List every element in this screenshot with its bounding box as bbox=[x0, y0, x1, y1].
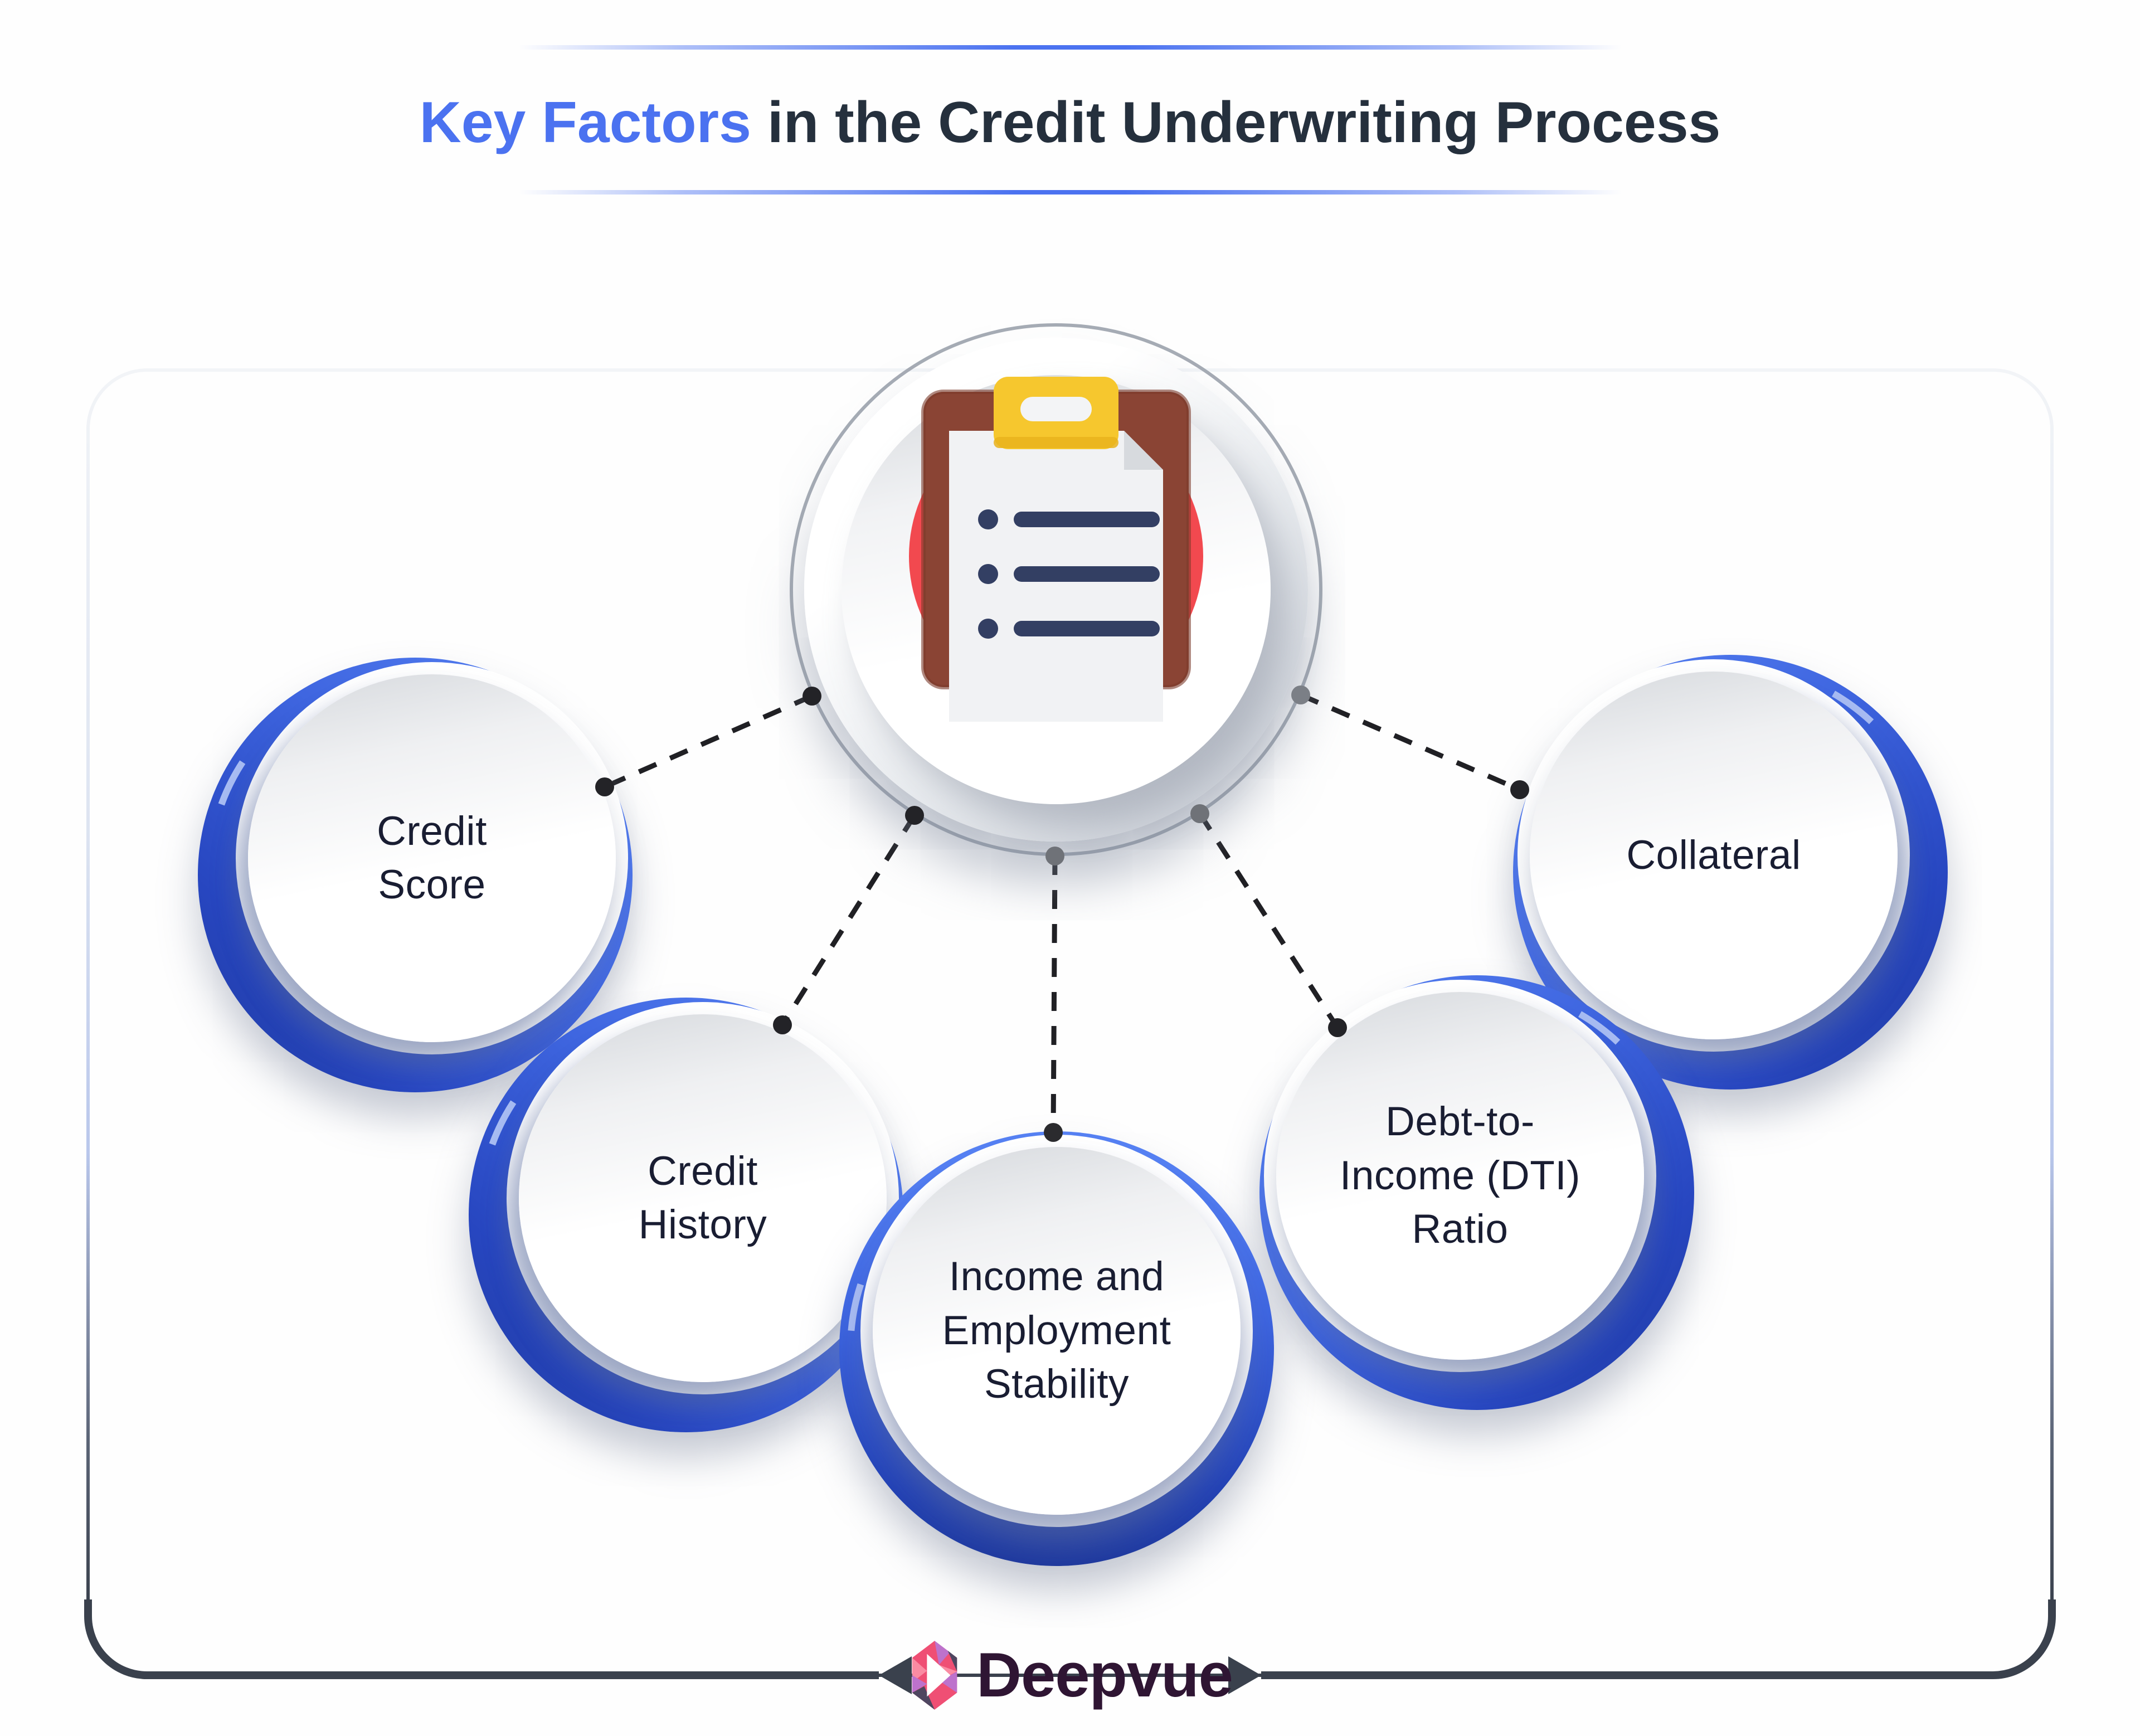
factor-label: Credit History bbox=[638, 1148, 767, 1247]
connector-collateral bbox=[1300, 692, 1521, 792]
factor-circle-collateral: Collateral bbox=[1513, 655, 1948, 1090]
brand-name: Deepvue bbox=[976, 1640, 1233, 1710]
title-rule-bottom bbox=[518, 190, 1622, 194]
ring-notch bbox=[206, 665, 625, 1085]
page-title-highlight: Key Factors bbox=[419, 90, 751, 155]
factor-face: Credit Score bbox=[248, 674, 616, 1042]
factor-face: Collateral bbox=[1530, 672, 1898, 1039]
connector-income bbox=[1050, 855, 1058, 1133]
factor-face: Income and Employment Stability bbox=[873, 1147, 1241, 1515]
factor-circle-dti-ratio: Debt-to- Income (DTI) Ratio bbox=[1259, 975, 1694, 1410]
clip-slot bbox=[1020, 397, 1092, 421]
connector-credit-score bbox=[604, 693, 813, 790]
clipboard-checklist-icon bbox=[909, 377, 1203, 722]
paper-fold bbox=[1124, 431, 1163, 470]
factor-circle-credit-score: Credit Score bbox=[198, 658, 633, 1092]
page-title-rest: in the Credit Underwriting Process bbox=[751, 90, 1721, 155]
brand-logo: Deepvue bbox=[907, 1637, 1233, 1713]
factor-circle-credit-history: Credit History bbox=[469, 998, 903, 1432]
ring-notch bbox=[1521, 663, 1940, 1082]
ring-notch bbox=[1267, 983, 1686, 1402]
page-title: Key Factors in the Credit Underwriting P… bbox=[0, 84, 2140, 162]
factor-label: Income and Employment Stability bbox=[942, 1254, 1171, 1407]
ring-notch bbox=[847, 1139, 1266, 1558]
title-rule-top bbox=[518, 45, 1622, 50]
logo-right-arrow-icon bbox=[1228, 1656, 1261, 1694]
factor-circle-income-employment: Income and Employment Stability bbox=[839, 1131, 1274, 1566]
factor-label: Credit Score bbox=[377, 808, 487, 907]
factor-label: Debt-to- Income (DTI) Ratio bbox=[1340, 1099, 1580, 1252]
factor-face: Credit History bbox=[519, 1014, 887, 1382]
deepvue-gem-icon bbox=[912, 1641, 957, 1710]
ring-notch bbox=[476, 1005, 896, 1424]
factor-label: Collateral bbox=[1626, 832, 1801, 878]
checklist-rows bbox=[978, 509, 1160, 639]
factor-face: Debt-to- Income (DTI) Ratio bbox=[1276, 992, 1644, 1360]
